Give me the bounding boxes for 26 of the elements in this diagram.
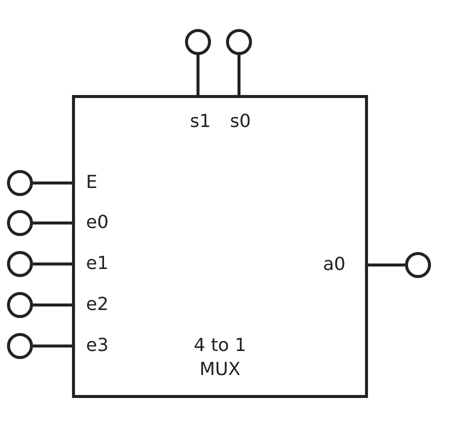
- connector-line: [33, 222, 72, 224]
- pin-label: e3: [86, 337, 109, 355]
- connector-line: [196, 55, 200, 95]
- pin-circle: [7, 210, 33, 236]
- pin-label: e2: [86, 296, 109, 314]
- pin-label: a0: [323, 256, 346, 274]
- pin-circle: [7, 170, 33, 196]
- pin-label: E: [86, 174, 98, 192]
- connector-line: [33, 304, 72, 306]
- connector-line: [33, 344, 72, 348]
- pin-circle: [185, 29, 211, 55]
- pin-circle: [405, 252, 431, 278]
- connector-line: [238, 55, 240, 95]
- pin-label: e0: [86, 214, 109, 232]
- connector-line: [33, 262, 72, 266]
- connector-line: [368, 264, 405, 266]
- pin-label: e1: [86, 255, 109, 273]
- pin-label: s1: [190, 113, 211, 131]
- pin-circle: [7, 251, 33, 277]
- pin-circle: [7, 292, 33, 318]
- connector-line: [33, 182, 72, 184]
- pin-circle: [226, 29, 252, 55]
- multiplexer-block: [72, 95, 368, 398]
- pin-label: s0: [230, 113, 251, 131]
- pin-circle: [7, 333, 33, 359]
- block-label: 4 to 1 MUX: [192, 334, 248, 381]
